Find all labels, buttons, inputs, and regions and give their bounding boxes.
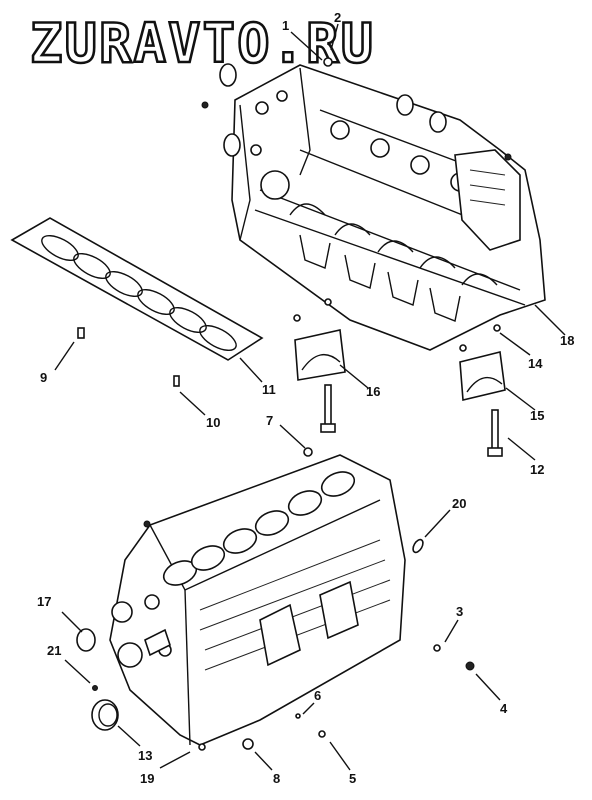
callout-4: 4: [500, 701, 508, 716]
callout-5: 5: [349, 771, 356, 786]
cap-bolt-12: [487, 409, 503, 457]
leader-lines: [54, 23, 566, 771]
upper-cylinder-block: [201, 57, 546, 351]
bearing-cap-15: [459, 351, 506, 401]
lower-cylinder-block: [109, 454, 406, 746]
callout-14: 14: [528, 356, 543, 371]
callout-3: 3: [456, 604, 463, 619]
head-gasket: [10, 217, 264, 361]
small-fasteners: [77, 298, 501, 457]
callout-2: 2: [334, 10, 341, 25]
callout-15: 15: [530, 408, 544, 423]
callout-12: 12: [530, 462, 544, 477]
callout-9: 9: [40, 370, 47, 385]
cap-bolt-center: [320, 384, 336, 433]
bearing-cap-16: [294, 329, 346, 381]
callout-6: 6: [314, 688, 321, 703]
callout-10: 10: [206, 415, 220, 430]
callout-20: 20: [452, 496, 466, 511]
cylinder-bores: [162, 471, 356, 586]
callout-7: 7: [266, 413, 273, 428]
callout-13: 13: [138, 748, 152, 763]
callout-11: 11: [262, 382, 276, 397]
callout-21: 21: [47, 643, 61, 658]
callout-16: 16: [366, 384, 380, 399]
callout-17: 17: [37, 594, 51, 609]
bearing-saddles: [289, 203, 498, 322]
watermark-text: ZURAVTO.RU: [30, 12, 375, 75]
callout-1: 1: [282, 18, 289, 33]
callout-labels: 1 2 3 4 5 6 7 8 9 10 11 12 13 14 15 16 1…: [37, 10, 574, 786]
lower-small-parts: [76, 538, 475, 751]
callout-19: 19: [140, 771, 154, 786]
callout-18: 18: [560, 333, 574, 348]
callout-8: 8: [273, 771, 280, 786]
